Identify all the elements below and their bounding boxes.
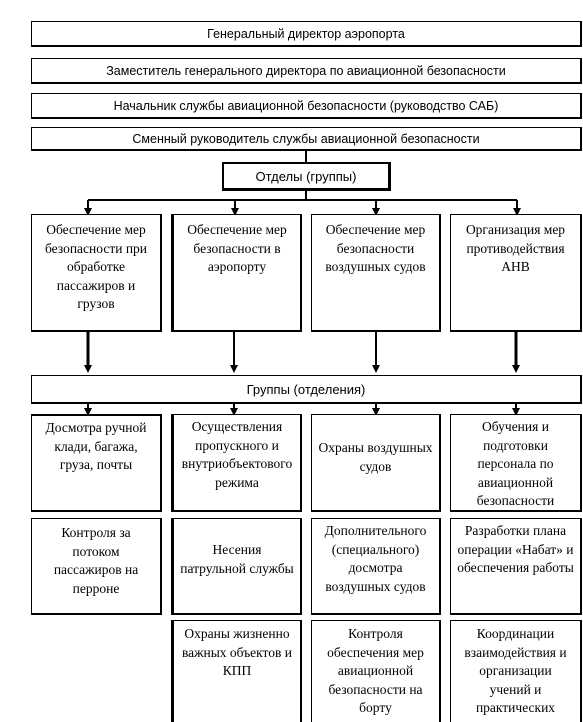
groups-header: Группы (отделения) (31, 375, 582, 404)
level-deputy-label: Заместитель генерального директора по ав… (106, 63, 506, 78)
department-4: Организация мер противодействия АНВ (450, 214, 582, 332)
department-2-label: Обеспечение мер безопасности в аэропорту (187, 222, 287, 274)
level-director: Генеральный директор аэропорта (31, 21, 582, 47)
group-1-1: Досмотра ручной клади, багажа, груза, по… (31, 414, 162, 512)
group-1-2: Осуществления пропускного и внутриобъект… (171, 414, 302, 512)
department-3-label: Обеспечение мер безопасности воздушных с… (325, 222, 426, 274)
department-3: Обеспечение мер безопасности воздушных с… (311, 214, 441, 332)
group-3-3: Координации взаимодействия и организации… (450, 620, 582, 722)
level-director-label: Генеральный директор аэропорта (207, 26, 405, 41)
group-3-2: Контроля обеспечения мер авиационной без… (311, 620, 441, 722)
groups-header-label: Группы (отделения) (246, 381, 366, 397)
level-deputy: Заместитель генерального директора по ав… (31, 58, 582, 84)
level-chief: Начальник службы авиационной безопасност… (31, 93, 582, 119)
group-2-3: Дополнительного (специального) досмотра … (311, 518, 441, 615)
level-shift: Сменный руководитель службы авиационной … (31, 127, 582, 151)
group-2-1: Контроля за потоком пассажиров на перрон… (31, 518, 162, 615)
department-2: Обеспечение мер безопасности в аэропорту (171, 214, 302, 332)
departments-header: Отделы (группы) (222, 162, 391, 191)
department-4-label: Организация мер противодействия АНВ (465, 222, 566, 274)
group-1-4: Обучения и подготовки персонала по авиац… (450, 414, 582, 512)
departments-header-label: Отделы (группы) (255, 168, 357, 184)
group-2-2: Несения патрульной службы (171, 518, 302, 615)
level-chief-label: Начальник службы авиационной безопасност… (113, 98, 499, 113)
group-2-4: Разработки плана операции «Набат» и обес… (450, 518, 582, 615)
department-1: Обеспечение мер безопасности при обработ… (31, 214, 162, 332)
group-3-1: Охраны жизненно важных объектов и КПП (171, 620, 302, 722)
level-shift-label: Сменный руководитель службы авиационной … (132, 131, 480, 146)
group-1-3: Охраны воздушных судов (311, 414, 441, 512)
department-1-label: Обеспечение мер безопасности при обработ… (44, 222, 148, 311)
